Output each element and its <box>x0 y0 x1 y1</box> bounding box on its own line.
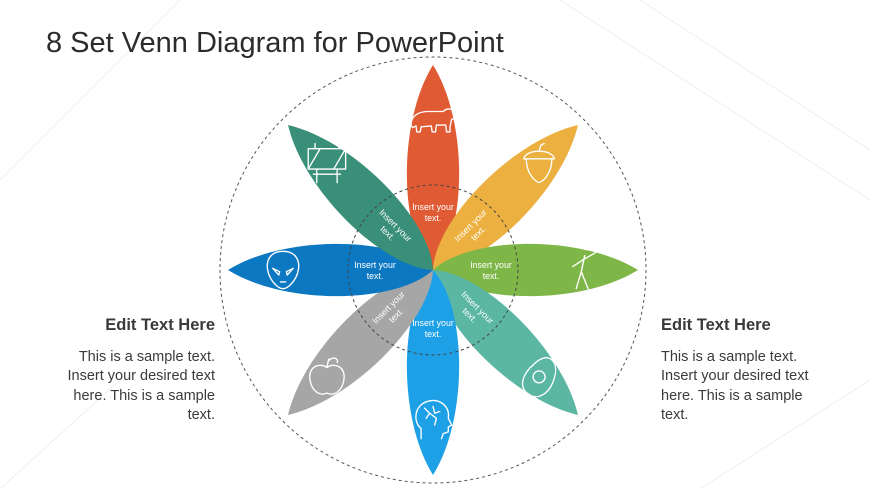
left-body: This is a sample text. Insert your desir… <box>43 348 216 426</box>
right-body-line: Insert your desired text <box>661 368 809 384</box>
baseball-player-icon <box>572 240 606 290</box>
page-title: 8 Set Venn Diagram for PowerPoint <box>46 27 504 59</box>
venn-petal <box>433 125 578 270</box>
left-text-block: Edit Text Here This is a sample text. In… <box>43 316 216 426</box>
venn-petal <box>288 270 433 415</box>
billboard-icon <box>307 142 347 184</box>
venn-petal <box>288 125 433 270</box>
left-body-line: Insert your desired text <box>67 368 216 384</box>
right-body-line: text. <box>661 407 689 423</box>
venn-petal <box>406 65 460 270</box>
right-text-block: Edit Text Here This is a sample text. In… <box>661 316 833 426</box>
venn-petal <box>406 270 460 475</box>
venn-petal <box>228 243 433 297</box>
right-heading: Edit Text Here <box>661 316 771 334</box>
left-body-line: text. <box>187 407 215 423</box>
right-body: This is a sample text. Insert your desir… <box>661 348 833 426</box>
outer-dashed-circle <box>219 56 647 484</box>
avocado-icon <box>521 357 557 398</box>
bear-icon <box>410 108 460 133</box>
right-body-line: This is a sample text. <box>661 348 798 365</box>
right-body-line: here. This is a sample <box>661 387 803 404</box>
left-heading: Edit Text Here <box>105 316 215 334</box>
left-body-line: This is a sample text. <box>78 348 215 365</box>
left-body-line: here. This is a sample <box>73 387 215 404</box>
apple-icon <box>309 357 345 395</box>
acorn-icon <box>523 142 556 184</box>
brain-head-icon <box>415 399 453 440</box>
alien-icon <box>266 250 300 290</box>
venn-petal <box>433 270 578 415</box>
inner-dashed-circle <box>347 184 519 356</box>
